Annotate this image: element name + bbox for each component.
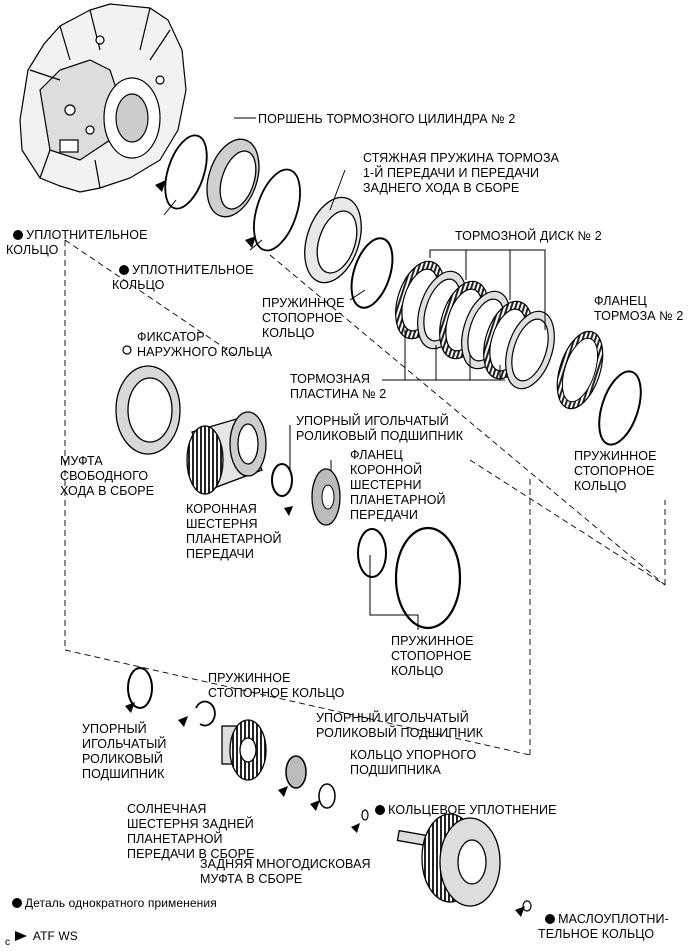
non-reusable-icon [375, 805, 386, 815]
label-piston: ПОРШЕНЬ ТОРМОЗНОГО ЦИЛИНДРА № 2 [258, 112, 516, 126]
label-thrust-bearing-3: УПОРНЫЙ ИГОЛЬЧАТЫЙ РОЛИКОВЫЙ ПОДШИПНИК [316, 711, 484, 740]
label-brake-spring: СТЯЖНАЯ ПРУЖИНА ТОРМОЗА 1-Й ПЕРЕДАЧИ И П… [363, 151, 560, 195]
label-oil-seal: МАСЛОУПЛОТНИ- ТЕЛЬНОЕ КОЛЬЦО [538, 897, 669, 942]
label-one-way-clutch: МУФТА СВОБОДНОГО ХОДА В СБОРЕ [60, 454, 155, 498]
label-seal-ring: КОЛЬЦЕВОЕ УПЛОТНЕНИЕ [368, 788, 557, 818]
label-brake-plate: ТОРМОЗНАЯ ПЛАСТИНА № 2 [290, 372, 387, 401]
brake-disc-pack [395, 260, 555, 390]
label-snap-ring-4: ПРУЖИННОЕ СТОПОРНОЕ КОЛЬЦО [208, 671, 345, 700]
label-ring-gear: КОРОННАЯ ШЕСТЕРНЯ ПЛАНЕТАРНОЙ ПЕРЕДАЧИ [186, 502, 282, 561]
label-snap-ring-2: ПРУЖИННОЕ СТОПОРНОЕ КОЛЬЦО [574, 449, 657, 493]
label-brake-flange: ФЛАНЕЦ ТОРМОЗА № 2 [594, 294, 684, 323]
apply-arrow-icon [14, 931, 27, 941]
non-reusable-icon [13, 230, 24, 240]
non-reusable-icon [119, 265, 130, 275]
return-spring [304, 196, 362, 284]
o-ring-2-text: УПЛОТНИТЕЛЬНОЕ КОЛЬЦО [112, 263, 254, 292]
legend-non-reusable-text: Деталь однократного применения [24, 896, 217, 910]
corner-code: c [5, 937, 11, 948]
oil-seal-text: МАСЛОУПЛОТНИ- ТЕЛЬНОЕ КОЛЬЦО [538, 912, 669, 941]
sun-gear [221, 719, 267, 781]
transmission-case [19, 3, 187, 193]
seal-ring-text: КОЛЬЦЕВОЕ УПЛОТНЕНИЕ [388, 803, 557, 817]
non-reusable-icon [11, 898, 22, 908]
ring-gear [186, 411, 267, 495]
label-sun-gear: СОЛНЕЧНАЯ ШЕСТЕРНЯ ЗАДНЕЙ ПЛАНЕТАРНОЙ ПЕ… [127, 802, 255, 861]
legend-atf-text: ATF WS [32, 929, 78, 943]
label-o-ring-2: УПЛОТНИТЕЛЬНОЕ КОЛЬЦО [112, 248, 254, 293]
legend-atf: ATF WS [8, 914, 78, 944]
rear-clutch [396, 813, 501, 907]
legend-non-reusable: Деталь однократного применения [5, 881, 217, 911]
label-outer-race-retainer: ФИКСАТОР НАРУЖНОГО КОЛЬЦА [137, 330, 273, 359]
label-thrust-bearing-1: УПОРНЫЙ ИГОЛЬЧАТЫЙ РОЛИКОВЫЙ ПОДШИПНИК [296, 414, 464, 443]
non-reusable-icon [545, 914, 556, 924]
label-ring-gear-flange: ФЛАНЕЦ КОРОННОЙ ШЕСТЕРНИ ПЛАНЕТАРНОЙ ПЕР… [350, 448, 446, 522]
o-ring-1-text: УПЛОТНИТЕЛЬНОЕ КОЛЬЦО [6, 228, 148, 257]
one-way-clutch [115, 365, 181, 455]
label-rear-clutch: ЗАДНЯЯ МНОГОДИСКОВАЯ МУФТА В СБОРЕ [200, 857, 371, 886]
label-o-ring-1: УПЛОТНИТЕЛЬНОЕ КОЛЬЦО [6, 213, 148, 258]
label-snap-ring-1: ПРУЖИННОЕ СТОПОРНОЕ КОЛЬЦО [262, 296, 345, 340]
label-bearing-race: КОЛЬЦО УПОРНОГО ПОДШИПНИКА [350, 748, 477, 777]
label-brake-disc: ТОРМОЗНОЙ ДИСК № 2 [455, 229, 602, 243]
label-thrust-bearing-2: УПОРНЫЙ ИГОЛЬЧАТЫЙ РОЛИКОВЫЙ ПОДШИПНИК [82, 722, 167, 781]
label-snap-ring-3: ПРУЖИННОЕ СТОПОРНОЕ КОЛЬЦО [391, 634, 474, 678]
brake-piston [206, 138, 260, 218]
